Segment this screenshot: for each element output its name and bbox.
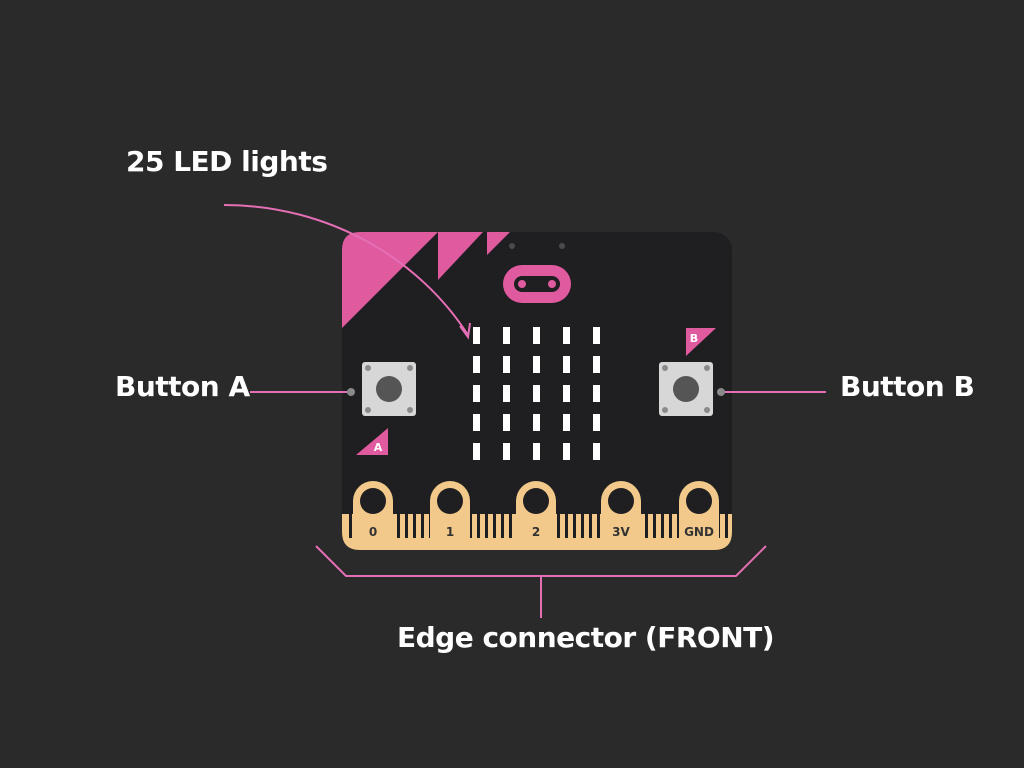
connector-gap bbox=[557, 514, 560, 538]
button-b[interactable] bbox=[659, 362, 713, 416]
led-callout-arrow bbox=[223, 204, 469, 336]
edge-connector-pins: 0 1 2 3V GND bbox=[353, 481, 719, 548]
edge-connector: 0 1 2 3V GND bbox=[342, 481, 732, 550]
pin-3v[interactable]: 3V bbox=[601, 481, 641, 548]
connector-gap bbox=[501, 514, 504, 538]
led-light bbox=[503, 327, 510, 344]
connector-gap bbox=[469, 514, 472, 538]
led-matrix bbox=[473, 327, 600, 460]
pin-hole bbox=[360, 488, 386, 514]
connector-gap bbox=[589, 514, 592, 538]
edge-connector-bracket bbox=[315, 545, 767, 577]
connector-gap bbox=[677, 514, 680, 538]
pin-label: 0 bbox=[369, 525, 377, 539]
button-a[interactable] bbox=[362, 362, 416, 416]
connector-gap bbox=[661, 514, 664, 538]
pin-label: 2 bbox=[532, 525, 540, 539]
logo-triangle-large bbox=[342, 232, 438, 328]
connector-gap bbox=[509, 514, 512, 538]
microbit-logo-icon bbox=[503, 265, 571, 303]
connector-gap bbox=[669, 514, 672, 538]
led-light bbox=[503, 385, 510, 402]
led-light bbox=[533, 385, 540, 402]
led-light bbox=[533, 356, 540, 373]
connector-gap bbox=[349, 514, 352, 538]
button-b-label: Button B bbox=[840, 370, 975, 403]
led-light bbox=[563, 443, 570, 460]
led-light bbox=[593, 443, 600, 460]
pin-hole bbox=[523, 488, 549, 514]
pin-hole bbox=[608, 488, 634, 514]
button-b-callout-dot bbox=[717, 388, 725, 396]
button-a-callout-dot bbox=[347, 388, 355, 396]
button-a-label-triangle bbox=[356, 428, 388, 455]
led-light bbox=[533, 327, 540, 344]
connector-gap bbox=[493, 514, 496, 538]
button-a-letter: A bbox=[374, 441, 383, 454]
led-light bbox=[503, 414, 510, 431]
button-a-label: Button A bbox=[115, 370, 250, 403]
led-light bbox=[473, 385, 480, 402]
led-light bbox=[593, 327, 600, 344]
top-dot-right bbox=[559, 243, 565, 249]
led-light bbox=[503, 443, 510, 460]
logo-triangle-small bbox=[487, 232, 510, 255]
microbit-board: A B 0 1 2 3V GND bbox=[342, 232, 732, 550]
pin-hole bbox=[686, 488, 712, 514]
pin-2[interactable]: 2 bbox=[516, 481, 556, 548]
connector-gap bbox=[397, 514, 400, 538]
led-light bbox=[563, 414, 570, 431]
pin-label: 1 bbox=[446, 525, 454, 539]
top-dot-left bbox=[509, 243, 515, 249]
connector-gap bbox=[477, 514, 480, 538]
pin-gnd[interactable]: GND bbox=[679, 481, 719, 548]
pin-label: GND bbox=[684, 525, 714, 539]
led-light bbox=[473, 356, 480, 373]
connector-gap bbox=[485, 514, 488, 538]
led-light bbox=[473, 327, 480, 344]
led-light bbox=[563, 356, 570, 373]
led-light bbox=[473, 443, 480, 460]
logo-triangle-medium bbox=[438, 232, 483, 280]
led-light bbox=[593, 414, 600, 431]
pin-1[interactable]: 1 bbox=[430, 481, 470, 548]
connector-gap bbox=[653, 514, 656, 538]
led-light bbox=[533, 443, 540, 460]
connector-gap bbox=[413, 514, 416, 538]
button-b-label-triangle bbox=[686, 328, 716, 356]
connector-gap bbox=[421, 514, 424, 538]
led-light bbox=[593, 385, 600, 402]
connector-gap bbox=[597, 514, 600, 538]
pin-0[interactable]: 0 bbox=[353, 481, 393, 548]
led-light bbox=[563, 385, 570, 402]
connector-gap bbox=[565, 514, 568, 538]
button-b-letter: B bbox=[690, 332, 698, 345]
edge-connector-label: Edge connector (FRONT) bbox=[397, 621, 775, 654]
led-light bbox=[593, 356, 600, 373]
led-light bbox=[533, 414, 540, 431]
connector-gap bbox=[405, 514, 408, 538]
connector-gap bbox=[581, 514, 584, 538]
led-light bbox=[503, 356, 510, 373]
connector-gap bbox=[725, 514, 728, 538]
pin-label: 3V bbox=[612, 525, 630, 539]
connector-gap bbox=[645, 514, 648, 538]
button-b-cap[interactable] bbox=[673, 376, 699, 402]
led-lights-label: 25 LED lights bbox=[126, 145, 328, 178]
led-callout-arrowhead bbox=[459, 322, 471, 340]
connector-gap bbox=[573, 514, 576, 538]
button-a-cap[interactable] bbox=[376, 376, 402, 402]
pin-hole bbox=[437, 488, 463, 514]
led-light bbox=[473, 414, 480, 431]
led-light bbox=[563, 327, 570, 344]
